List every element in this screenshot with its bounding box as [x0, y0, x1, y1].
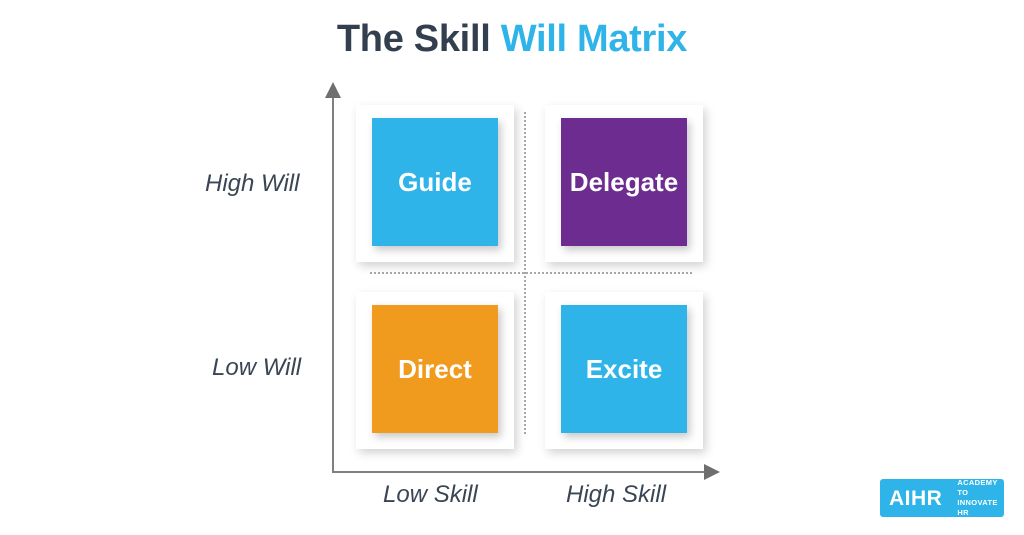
x-axis-arrow-icon: [704, 464, 720, 480]
logo-tagline-line-2: INNOVATE HR: [957, 498, 998, 518]
quadrant-tile-direct[interactable]: Direct: [372, 305, 498, 433]
page-title: The Skill Will Matrix: [0, 18, 1024, 61]
quadrant-tile-guide[interactable]: Guide: [372, 118, 498, 246]
y-axis-line: [332, 96, 334, 473]
y-axis-label-low-will: Low Will: [212, 354, 302, 381]
title-part-dark: The Skill: [336, 18, 501, 60]
logo-wordmark: AIHR: [889, 486, 943, 510]
quadrant-divider-horizontal: [370, 272, 692, 274]
y-axis-arrow-icon: [325, 82, 341, 98]
quadrant-label-delegate: Delegate: [569, 166, 679, 197]
y-axis-label-high-will: High Will: [205, 170, 300, 197]
x-axis-label-low-skill: Low Skill: [383, 481, 478, 508]
logo-tagline-line-1: ACADEMY TO: [957, 477, 998, 497]
quadrant-label-direct: Direct: [398, 353, 472, 384]
quadrant-tile-delegate[interactable]: Delegate: [561, 118, 687, 246]
aihr-logo: AIHR ACADEMY TO INNOVATE HR: [880, 478, 1004, 519]
logo-tagline: ACADEMY TO INNOVATE HR: [957, 478, 997, 519]
quadrant-label-excite: Excite: [585, 353, 663, 384]
x-axis-label-high-skill: High Skill: [566, 481, 667, 508]
quadrant-label-guide: Guide: [398, 166, 472, 197]
title-part-accent: Will Matrix: [500, 18, 688, 60]
quadrant-tile-excite[interactable]: Excite: [561, 305, 687, 433]
x-axis-line: [332, 471, 706, 473]
